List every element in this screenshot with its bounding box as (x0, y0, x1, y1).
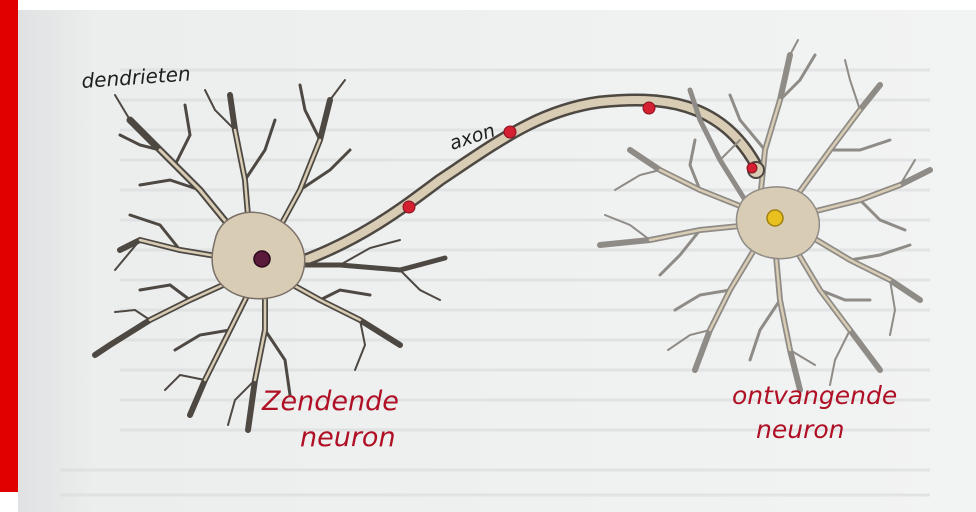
left-red-frame-bar (0, 0, 18, 492)
label-sending-line1: Zendende (261, 386, 399, 417)
top-margin (18, 0, 976, 10)
signal-dot-icon (643, 102, 655, 114)
sending-neuron-nucleus-icon (254, 251, 270, 267)
signal-dot-icon (747, 163, 757, 173)
signal-dot-icon (403, 201, 415, 213)
receiving-neuron-nucleus-icon (767, 210, 783, 226)
signal-dot-icon (504, 126, 516, 138)
label-receiving-line2: neuron (756, 415, 845, 444)
label-receiving-line1: ontvangende (732, 381, 897, 410)
diagram-canvas: dendrieten axon Zendende neuron ontvange… (18, 0, 976, 512)
label-sending-line2: neuron (300, 422, 396, 453)
